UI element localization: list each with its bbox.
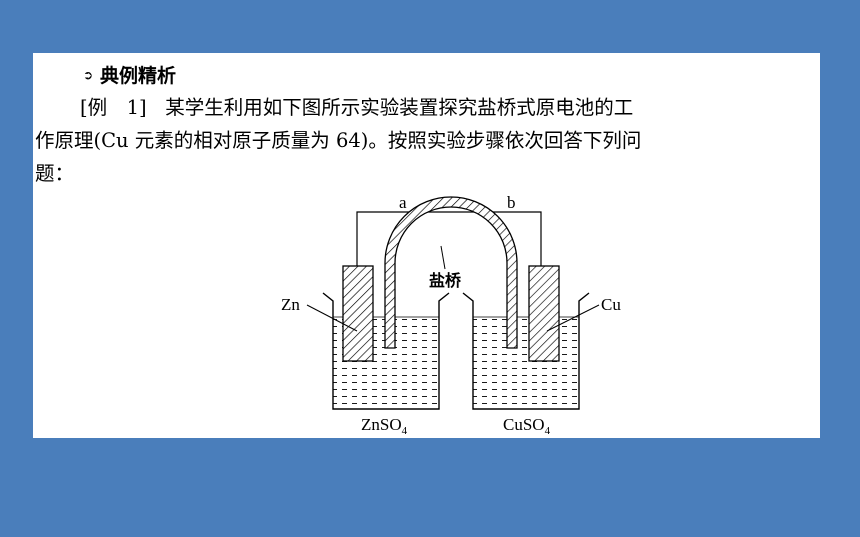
znso4-label: ZnSO4: [361, 415, 408, 437]
galvanic-cell-diagram: a b 盐桥 Zn Cu ZnSO4 CuSO4: [281, 193, 621, 437]
right-beaker: [462, 292, 590, 410]
problem-line-2: 作原理(Cu 元素的相对原子质量为 64)。按照实验步骤依次回答下列问: [35, 129, 642, 152]
zn-pointer: [306, 304, 358, 332]
cu-pointer: [546, 304, 600, 332]
arrow-circle-icon: ➲: [83, 67, 94, 82]
section-heading: ➲ 典例精析: [83, 61, 176, 88]
wire-label-b: b: [507, 193, 516, 212]
zn-electrode: [342, 265, 374, 362]
right-solution: [473, 318, 579, 409]
problem-line-1: [例 1] 某学生利用如下图所示实验装置探究盐桥式原电池的工: [35, 91, 817, 124]
problem-line-3: 题：: [35, 162, 75, 185]
left-beaker: [322, 292, 450, 410]
zn-label: Zn: [281, 295, 300, 314]
salt-bridge: [384, 196, 518, 349]
external-wire: [356, 211, 542, 266]
cuso4-label: CuSO4: [503, 415, 551, 437]
problem-line-1-text: 某学生利用如下图所示实验装置探究盐桥式原电池的工: [165, 96, 634, 119]
problem-tag: [例 1]: [80, 96, 147, 119]
wire-label-a: a: [399, 193, 407, 212]
cu-electrode: [528, 265, 560, 362]
problem-text: [例 1] 某学生利用如下图所示实验装置探究盐桥式原电池的工 作原理(Cu 元素…: [35, 91, 817, 190]
section-title: 典例精析: [100, 65, 177, 87]
cu-label: Cu: [601, 295, 621, 314]
salt-bridge-label: 盐桥: [429, 271, 462, 290]
content-panel: ➲ 典例精析 [例 1] 某学生利用如下图所示实验装置探究盐桥式原电池的工 作原…: [33, 53, 820, 438]
salt-bridge-pointer: [440, 245, 446, 270]
